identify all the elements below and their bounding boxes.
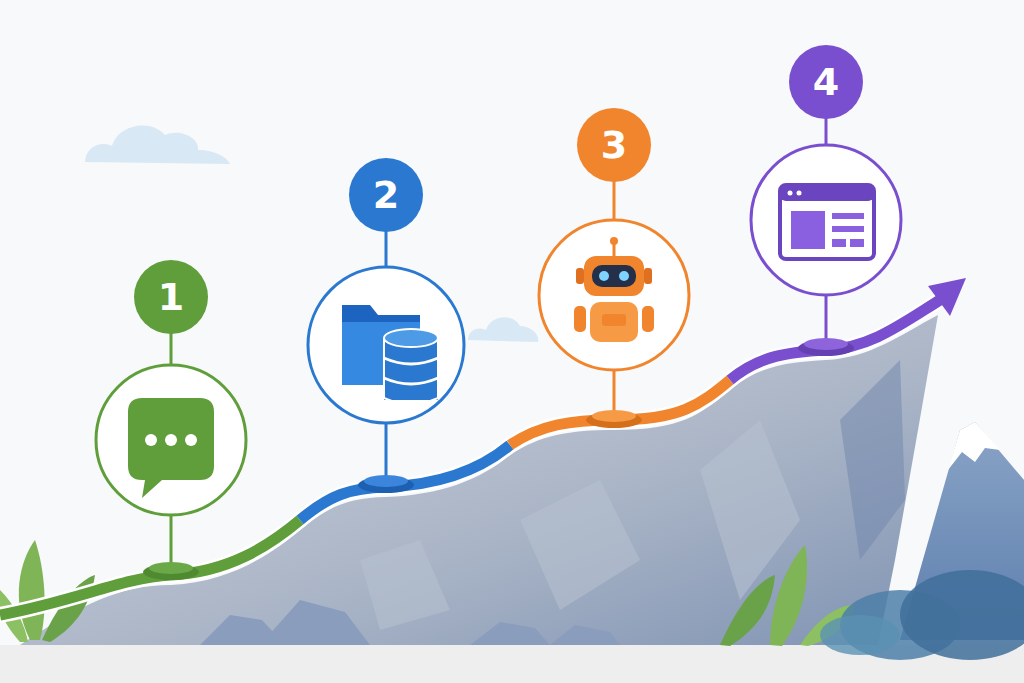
step-number-circle: 1 [134, 260, 208, 334]
step-number-circle: 2 [349, 158, 423, 232]
step-number: 1 [158, 278, 184, 316]
step-number: 2 [373, 176, 399, 214]
step-number-circle: 4 [789, 45, 863, 119]
step-number-circle: 3 [577, 108, 651, 182]
step-number: 3 [601, 126, 627, 164]
step-number: 4 [813, 63, 839, 101]
